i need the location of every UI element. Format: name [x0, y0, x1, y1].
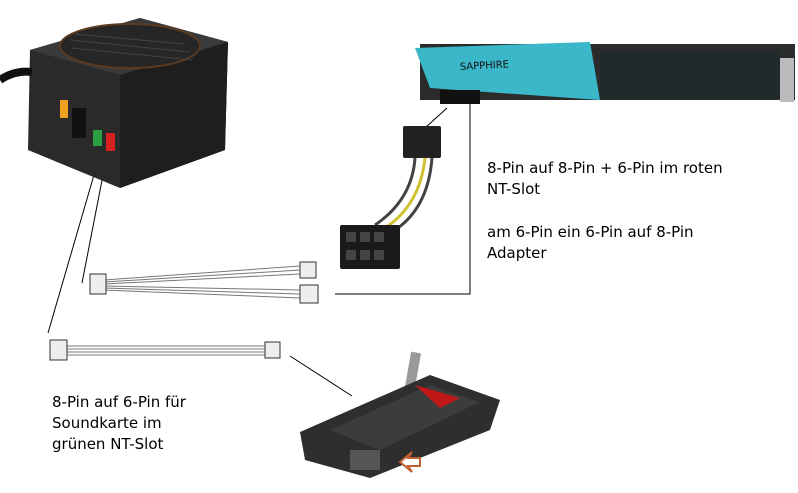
connector-line-cable-to-soundcard	[289, 355, 353, 397]
adapter-image	[340, 126, 441, 269]
connector-line-psu-to-sound-cable	[47, 167, 97, 334]
gpu-cable-label: 8-Pin auf 8-Pin + 6-Pin im roten NT-Slot	[487, 159, 723, 198]
psu-image	[0, 18, 228, 188]
connector-line-gpu-to-cable	[335, 100, 471, 295]
gpu-power-cable-image	[89, 261, 319, 304]
gpu-image	[415, 42, 795, 104]
adapter-label: am 6-Pin ein 6-Pin auf 8-Pin Adapter	[487, 223, 694, 262]
sound-cable-label: 8-Pin auf 6-Pin für Soundkarte im grünen…	[52, 393, 186, 453]
sound-power-cable-image	[49, 339, 281, 361]
connector-line-psu-to-gpu-cable	[81, 169, 105, 284]
soundcard-image	[300, 351, 500, 478]
connector-line-gpu-to-adapter	[424, 107, 448, 129]
gpu-brand-logo: SAPPHIRE	[460, 59, 510, 73]
